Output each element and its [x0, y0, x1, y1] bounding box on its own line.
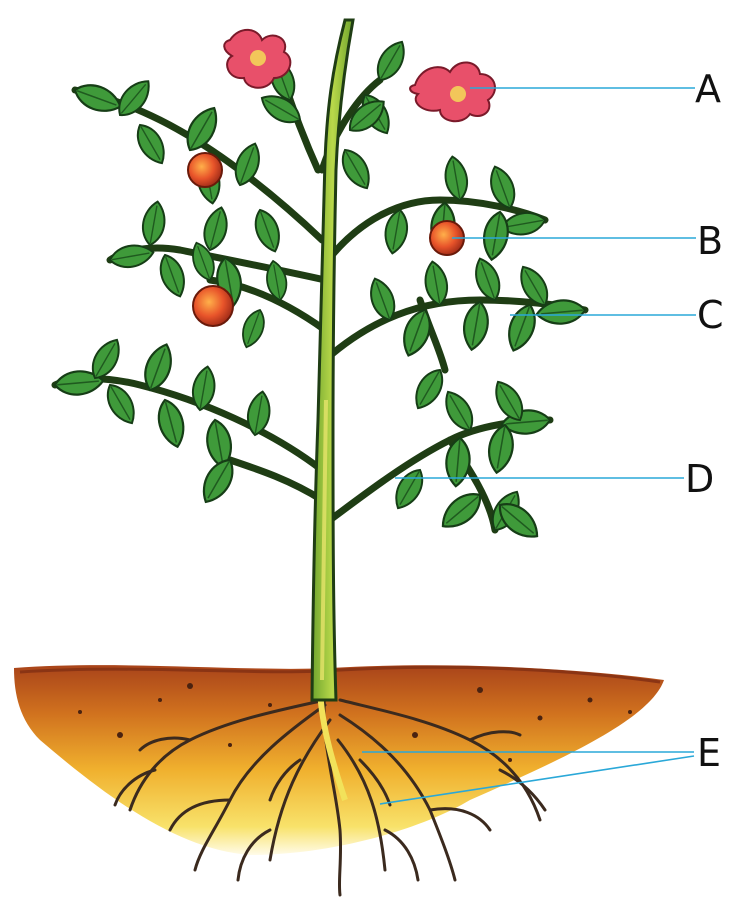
label-b: B [697, 222, 723, 260]
flower-right [410, 62, 495, 121]
label-c: C [697, 296, 724, 334]
label-d: D [685, 460, 714, 498]
label-a: A [695, 70, 721, 108]
label-e: E [697, 734, 721, 772]
